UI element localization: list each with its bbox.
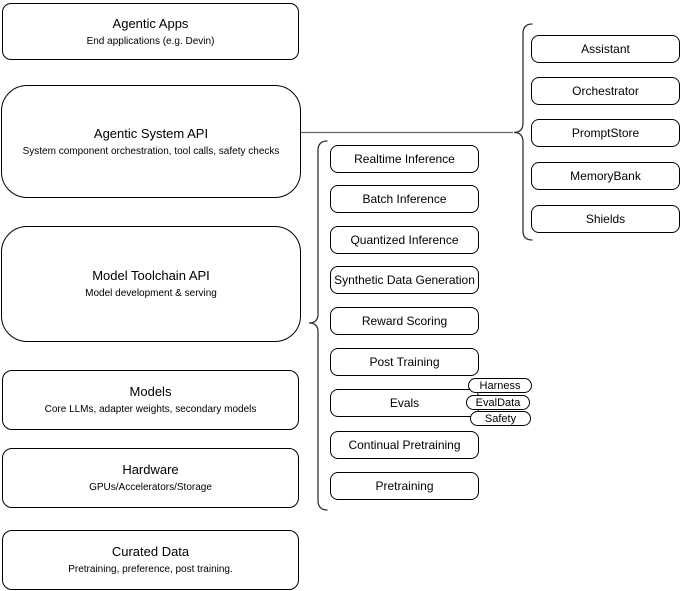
eval-tag-label: EvalData	[475, 396, 521, 409]
toolchain-group-brace	[308, 140, 328, 511]
box-title: Curated Data	[111, 544, 190, 559]
box-curated-data: Curated Data Pretraining, preference, po…	[2, 530, 299, 590]
toolchain-item-label: Evals	[389, 396, 420, 410]
box-title: Agentic Apps	[112, 15, 189, 31]
toolchain-item-label: Continual Pretraining	[348, 438, 461, 452]
toolchain-item-label: Realtime Inference	[354, 152, 455, 166]
toolchain-item-synthetic-data-generation: Synthetic Data Generation	[330, 266, 479, 294]
box-hardware: Hardware GPUs/Accelerators/Storage	[2, 448, 299, 508]
box-model-toolchain-api: Model Toolchain API Model development & …	[1, 226, 301, 342]
component-memorybank: MemoryBank	[531, 162, 680, 190]
box-subtitle: Pretraining, preference, post training.	[68, 564, 233, 575]
toolchain-item-evals: Evals	[330, 389, 479, 417]
toolchain-item-label: Batch Inference	[362, 192, 447, 206]
eval-tag-evaldata: EvalData	[466, 395, 530, 410]
box-subtitle: End applications (e.g. Devin)	[86, 35, 215, 47]
components-group-brace	[513, 23, 533, 241]
toolchain-item-label: Pretraining	[375, 479, 434, 493]
box-agentic-system-api: Agentic System API System component orch…	[1, 85, 301, 198]
toolchain-item-post-training: Post Training	[330, 348, 479, 376]
box-subtitle: System component orchestration, tool cal…	[22, 145, 280, 157]
box-subtitle: GPUs/Accelerators/Storage	[89, 482, 212, 493]
component-shields: Shields	[531, 205, 680, 233]
box-models: Models Core LLMs, adapter weights, secon…	[2, 370, 299, 430]
box-agentic-apps: Agentic Apps End applications (e.g. Devi…	[2, 3, 299, 60]
eval-tag-safety: Safety	[470, 411, 531, 426]
toolchain-item-label: Post Training	[369, 355, 440, 369]
box-subtitle: Model development & serving	[85, 288, 217, 299]
box-title: Agentic System API	[93, 125, 209, 141]
box-subtitle: Core LLMs, adapter weights, secondary mo…	[44, 404, 257, 415]
eval-tag-harness: Harness	[468, 378, 532, 393]
box-title: Hardware	[122, 462, 179, 477]
eval-tag-label: Safety	[484, 412, 517, 425]
toolchain-item-label: Quantized Inference	[350, 233, 459, 247]
component-label: Shields	[585, 212, 626, 226]
toolchain-item-batch-inference: Batch Inference	[330, 185, 479, 213]
component-label: PromptStore	[571, 126, 640, 140]
component-label: Assistant	[581, 42, 630, 56]
toolchain-item-reward-scoring: Reward Scoring	[330, 307, 479, 335]
toolchain-item-realtime-inference: Realtime Inference	[330, 145, 479, 173]
box-title: Model Toolchain API	[92, 268, 210, 283]
box-title: Models	[129, 384, 172, 399]
component-label: MemoryBank	[570, 169, 641, 183]
toolchain-item-quantized-inference: Quantized Inference	[330, 226, 479, 254]
component-assistant: Assistant	[531, 35, 680, 63]
component-orchestrator: Orchestrator	[531, 77, 680, 105]
toolchain-item-pretraining: Pretraining	[330, 472, 479, 500]
eval-tag-label: Harness	[479, 379, 521, 392]
toolchain-item-label: Synthetic Data Generation	[334, 273, 475, 287]
component-label: Orchestrator	[572, 84, 639, 98]
component-promptstore: PromptStore	[531, 119, 680, 147]
toolchain-item-label: Reward Scoring	[361, 314, 448, 328]
toolchain-item-continual-pretraining: Continual Pretraining	[330, 431, 479, 459]
